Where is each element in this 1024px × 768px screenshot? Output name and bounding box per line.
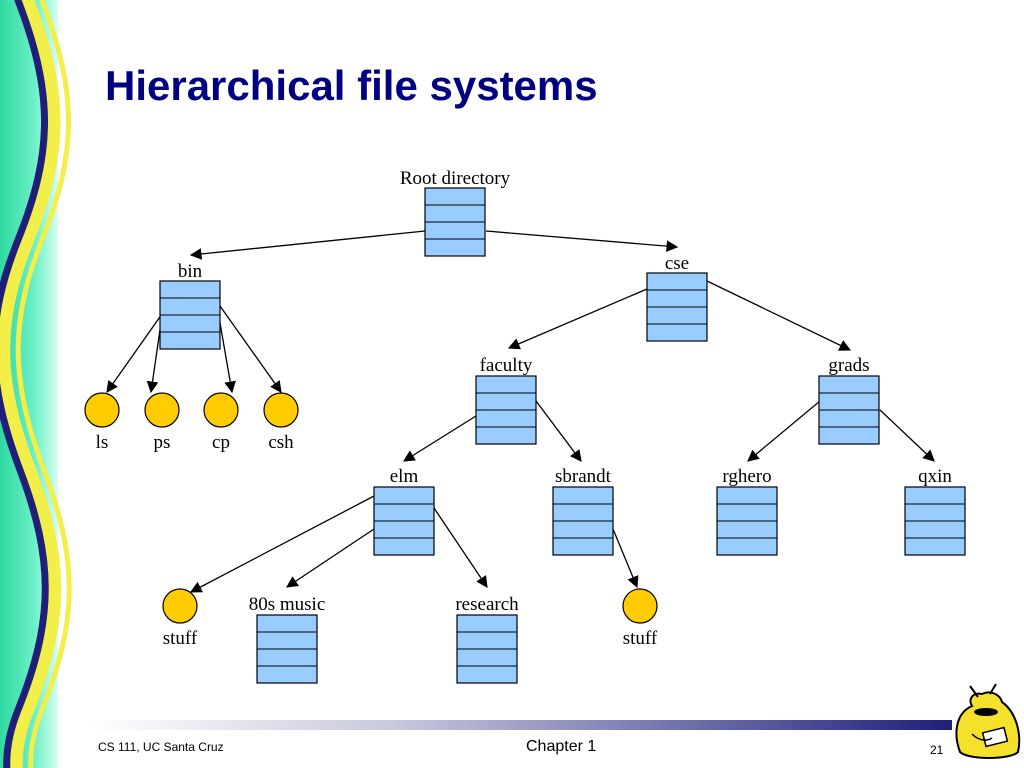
directory-label: cse bbox=[665, 253, 689, 274]
edge-root-to-bin bbox=[189, 230, 426, 260]
file-label: ps bbox=[154, 432, 171, 453]
file-label: csh bbox=[268, 432, 294, 453]
edges-layer bbox=[106, 230, 935, 593]
edge-faculty-to-elm bbox=[403, 415, 477, 462]
file-cp: cp bbox=[203, 392, 239, 453]
slug-body bbox=[955, 691, 1021, 759]
file-circle bbox=[263, 392, 299, 428]
file-stuff2: stuff bbox=[622, 588, 658, 649]
edge-root-to-cse bbox=[485, 230, 679, 252]
footer-course: CS 111, UC Santa Cruz bbox=[98, 740, 224, 754]
footer-chapter: Chapter 1 bbox=[526, 738, 597, 755]
edge-elm-to-music bbox=[286, 528, 375, 588]
wave-navy-stroke bbox=[0, 0, 49, 768]
edge-bin-to-cp bbox=[219, 322, 236, 394]
slug-antenna-right bbox=[989, 683, 997, 695]
slug-antenna-left bbox=[969, 685, 979, 698]
slug-arm bbox=[971, 733, 993, 741]
directory-elm: elm bbox=[373, 466, 435, 556]
edge-grads-to-rghero bbox=[747, 400, 821, 462]
footer-page-number: 21 bbox=[930, 743, 944, 757]
nodes-layer: Root directory bin cse faculty grads elm sbran… bbox=[84, 168, 966, 684]
file-label: stuff bbox=[163, 628, 198, 649]
directory-research: research bbox=[455, 594, 519, 684]
directory-rghero: rghero bbox=[716, 466, 778, 556]
directory-label: qxin bbox=[918, 466, 952, 487]
slide-title: Hierarchical file systems bbox=[105, 62, 598, 109]
file-label: cp bbox=[212, 432, 230, 453]
directory-music: 80s music bbox=[249, 594, 326, 684]
directory-label: bin bbox=[178, 261, 203, 282]
file-circle bbox=[622, 588, 658, 624]
directory-label: rghero bbox=[722, 466, 771, 487]
file-stuff1: stuff bbox=[162, 588, 198, 649]
edge-sbrandt-to-stuff2 bbox=[612, 528, 639, 589]
file-circle bbox=[144, 392, 180, 428]
file-csh: csh bbox=[263, 392, 299, 453]
directory-label: grads bbox=[828, 355, 869, 376]
directory-label: faculty bbox=[480, 355, 533, 376]
directory-bin: bin bbox=[159, 261, 221, 350]
file-circle bbox=[162, 588, 198, 624]
directory-grads: grads bbox=[818, 355, 880, 445]
directory-label: research bbox=[455, 594, 519, 615]
footer-gradient-bar bbox=[92, 720, 952, 730]
edge-cse-to-faculty bbox=[507, 288, 648, 350]
file-ls: ls bbox=[84, 392, 120, 453]
file-label: stuff bbox=[623, 628, 658, 649]
edge-bin-to-ps bbox=[146, 322, 162, 394]
directory-qxin: qxin bbox=[904, 466, 966, 556]
directory-label: elm bbox=[390, 466, 419, 487]
file-label: ls bbox=[96, 432, 109, 453]
directory-label: 80s music bbox=[249, 594, 326, 615]
edge-grads-to-qxin bbox=[879, 409, 935, 462]
file-circle bbox=[203, 392, 239, 428]
wave-yellow-outer-stroke bbox=[15, 0, 72, 768]
edge-elm-to-research bbox=[433, 507, 488, 588]
edge-faculty-to-sbrandt bbox=[535, 400, 582, 462]
directory-label: sbrandt bbox=[555, 466, 612, 487]
edge-bin-to-ls bbox=[106, 313, 163, 393]
directory-faculty: faculty bbox=[475, 355, 537, 445]
directory-root: Root directory bbox=[400, 168, 511, 257]
directory-sbrandt: sbrandt bbox=[552, 466, 614, 556]
file-circle bbox=[84, 392, 120, 428]
directory-cse: cse bbox=[646, 253, 708, 342]
edge-bin-to-csh bbox=[219, 305, 282, 393]
wave-yellow-stroke bbox=[0, 0, 62, 768]
edge-cse-to-grads bbox=[706, 280, 852, 351]
edge-elm-to-stuff1 bbox=[189, 495, 375, 593]
slug-sunglasses bbox=[974, 708, 998, 716]
file-ps: ps bbox=[144, 392, 180, 453]
directory-label: Root directory bbox=[400, 168, 511, 189]
